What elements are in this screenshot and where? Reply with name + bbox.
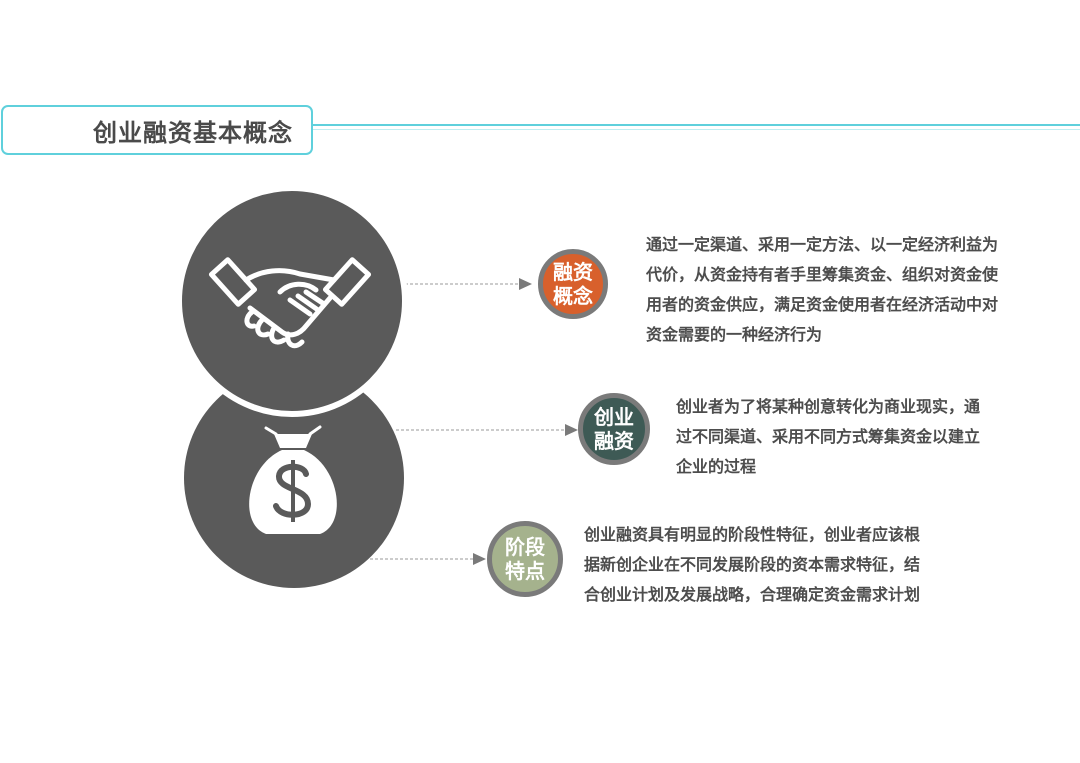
description-line: 合创业计划及发展战略，合理确定资金需求计划 [584,585,921,604]
handshake-icon [208,257,372,349]
description-stage-features: 创业融资具有明显的阶段性特征，创业者应该根 据新创企业在不同发展阶段的资本需求特… [584,520,920,610]
description-line: 创业者为了将某种创意转化为商业现实，通 [676,397,981,416]
badge-financing-concept-label: 融资 概念 [553,260,593,308]
description-line: 企业的过程 [676,457,757,476]
connector-2 [396,424,578,436]
badge-financing-concept: 融资 概念 [538,249,608,319]
money-bag-icon [249,425,337,534]
description-line: 资金需要的一种经济行为 [646,325,823,344]
section-title-box: 创业融资基本概念 [1,105,313,155]
badge-stage-features-label: 阶段 特点 [505,535,545,583]
description-line: 过不同渠道、采用不同方式筹集资金以建立 [676,427,981,446]
description-financing-concept: 通过一定渠道、采用一定方法、以一定经济利益为 代价，从资金持有者手里筹集资金、组… [646,230,998,350]
connector-1 [400,278,532,290]
description-startup-financing: 创业者为了将某种创意转化为商业现实，通 过不同渠道、采用不同方式筹集资金以建立 … [676,392,980,482]
badge-stage-features: 阶段 特点 [487,521,563,597]
description-line: 创业融资具有明显的阶段性特征，创业者应该根 [584,525,921,544]
description-line: 代价，从资金持有者手里筹集资金、组织对资金使 [646,265,999,284]
description-line: 据新创企业在不同发展阶段的资本需求特征，结 [584,555,921,574]
description-line: 通过一定渠道、采用一定方法、以一定经济利益为 [646,235,999,254]
connector-3 [370,553,486,565]
badge-startup-financing: 创业 融资 [578,393,650,465]
description-line: 用者的资金供应，满足资金使用者在经济活动中对 [646,295,999,314]
title-underline [312,124,1080,130]
page-title: 创业融资基本概念 [93,118,293,147]
badge-startup-financing-label: 创业 融资 [594,405,634,453]
